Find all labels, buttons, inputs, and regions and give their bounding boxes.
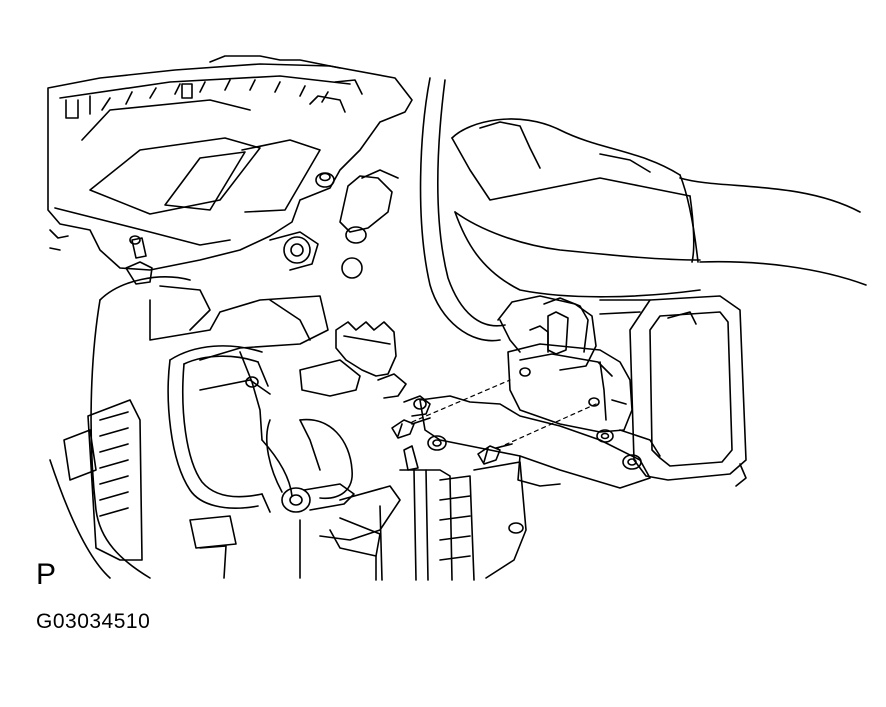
blower-housing bbox=[50, 277, 328, 578]
gear-linkage bbox=[336, 322, 430, 470]
view-letter-label: P bbox=[36, 558, 57, 591]
strap-band bbox=[168, 346, 292, 512]
mounting-plate bbox=[420, 396, 650, 488]
small-bolts bbox=[130, 236, 426, 409]
upper-duct-housing bbox=[48, 56, 412, 284]
air-duct-hose bbox=[421, 78, 866, 341]
fitting-bosses bbox=[270, 170, 398, 278]
right-bracket-frame bbox=[600, 296, 746, 486]
screw-1 bbox=[392, 418, 430, 438]
wire-harness-connector bbox=[498, 296, 596, 370]
lower-housing bbox=[190, 360, 526, 580]
dashed-guide-lines bbox=[412, 380, 596, 448]
lever-arm bbox=[267, 420, 354, 512]
servo-motor-body bbox=[508, 344, 632, 442]
figure-id-label: G03034510 bbox=[36, 610, 151, 633]
